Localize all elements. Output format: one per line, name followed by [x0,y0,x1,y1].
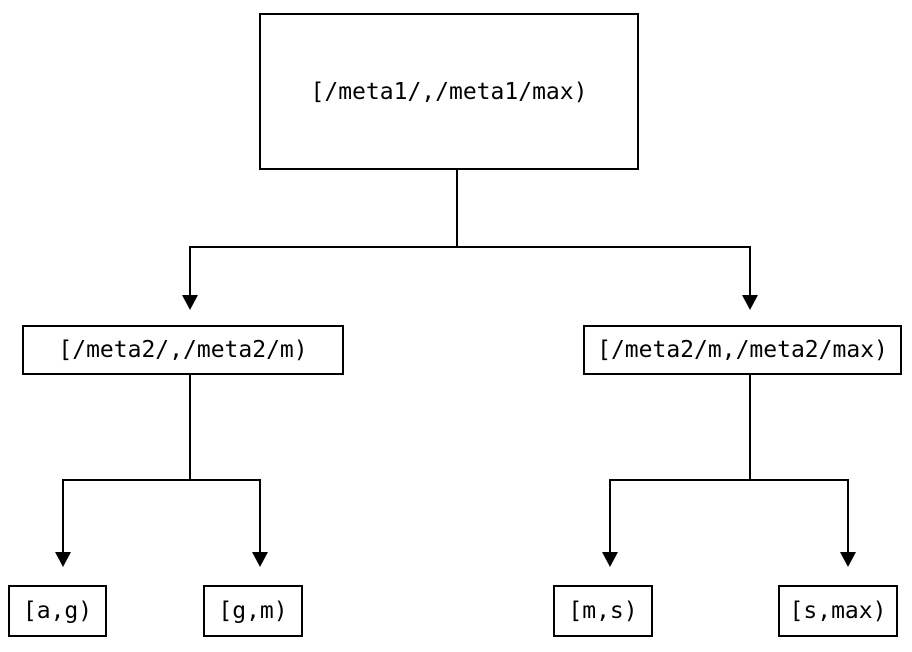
node-leaf-gm-label: [g,m) [218,598,288,624]
arrowhead-down-icon [55,552,71,567]
node-leaf-ag: [a,g) [8,585,107,637]
node-root: [/meta1/,/meta1/max) [259,13,639,170]
node-leaf-ms-label: [m,s) [568,598,638,624]
node-root-label: [/meta1/,/meta1/max) [310,78,588,105]
arrowhead-down-icon [840,552,856,567]
node-meta2-right-label: [/meta2/m,/meta2/max) [597,337,888,363]
node-leaf-ms: [m,s) [553,585,653,637]
arrowhead-down-icon [182,295,198,310]
connector-right-to-leaves [602,375,856,567]
connector-left-to-leaves [55,375,268,567]
arrowhead-down-icon [742,295,758,310]
node-leaf-smax: [s,max) [778,585,898,637]
node-leaf-smax-label: [s,max) [789,598,887,624]
node-meta2-left: [/meta2/,/meta2/m) [22,325,344,375]
node-meta2-right: [/meta2/m,/meta2/max) [583,325,902,375]
connector-root-to-level2 [182,170,758,310]
arrowhead-down-icon [252,552,268,567]
node-meta2-left-label: [/meta2/,/meta2/m) [58,337,308,363]
node-leaf-gm: [g,m) [203,585,303,637]
arrowhead-down-icon [602,552,618,567]
node-leaf-ag-label: [a,g) [22,598,93,624]
